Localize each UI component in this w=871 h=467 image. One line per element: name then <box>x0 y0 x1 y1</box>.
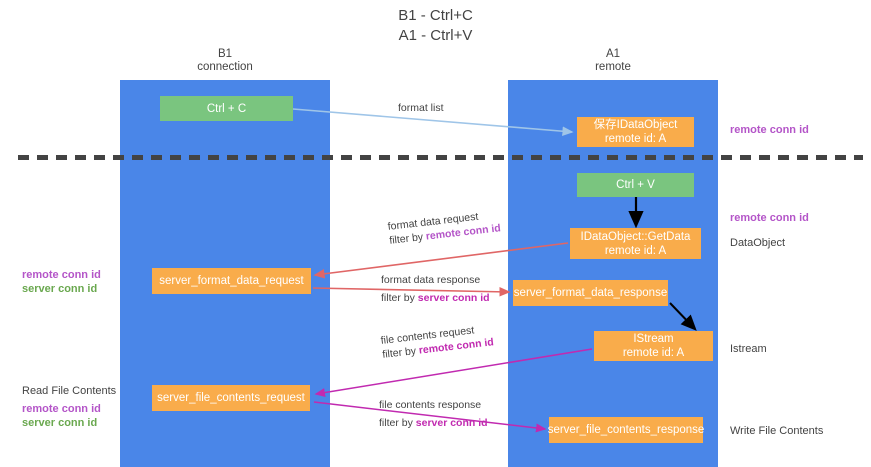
node-server-format-data-request[interactable]: server_format_data_request <box>152 268 311 294</box>
filter-prefix: filter by <box>388 230 427 247</box>
node-save-idataobject[interactable]: 保存IDataObject remote id: A <box>577 117 694 147</box>
phase-divider <box>18 155 863 160</box>
node-server-file-contents-response-label: server_file_contents_response <box>547 424 705 436</box>
annotation-remote-conn-id-top: remote conn id <box>730 123 809 137</box>
node-save-idataobject-line1: 保存IDataObject <box>593 119 678 131</box>
node-ctrl-c-label: Ctrl + C <box>206 102 247 115</box>
column-header-a1-name: A1 <box>605 48 621 60</box>
annotation-server-conn-id-left-2: server conn id <box>22 417 98 429</box>
node-ctrl-c[interactable]: Ctrl + C <box>160 96 293 121</box>
annotation-data-object: DataObject <box>730 236 785 250</box>
title-line-1: B1 - Ctrl+C <box>398 7 473 24</box>
annotation-write-file-contents-text: Write File Contents <box>730 425 824 437</box>
annotation-write-file-contents: Write File Contents <box>730 424 823 438</box>
edge-label-format-data-response-text: format data response <box>381 274 481 286</box>
node-server-file-contents-request-label: server_file_contents_request <box>157 392 305 404</box>
annotation-conn-ids-middle: remote conn id server conn id <box>22 268 101 296</box>
node-server-format-data-response[interactable]: server_format_data_response <box>513 280 668 306</box>
node-server-format-data-request-label: server_format_data_request <box>159 275 304 287</box>
annotation-remote-conn-id-left-2: remote conn id <box>22 403 101 415</box>
node-server-file-contents-request[interactable]: server_file_contents_request <box>152 385 310 411</box>
filter-prefix: filter by <box>381 344 420 361</box>
node-istream[interactable]: IStream remote id: A <box>594 331 713 361</box>
column-header-a1-role: remote <box>595 61 631 73</box>
node-istream-line2: remote id: A <box>622 347 685 359</box>
column-header-a1: A1 remote <box>508 48 718 74</box>
node-idataobject-getdata[interactable]: IDataObject::GetData remote id: A <box>570 228 701 259</box>
filter-prefix: filter by <box>379 417 416 429</box>
annotation-read-file-contents: Read File Contents <box>22 384 116 398</box>
column-header-b1-name: B1 <box>217 48 233 60</box>
node-ctrl-v[interactable]: Ctrl + V <box>577 173 694 197</box>
column-header-b1-role: connection <box>197 61 253 73</box>
annotation-remote-conn-id-mid-text: remote conn id <box>730 212 809 224</box>
column-header-b1: B1 connection <box>120 48 330 74</box>
node-istream-line1: IStream <box>633 333 674 345</box>
annotation-data-object-text: DataObject <box>730 237 786 249</box>
filter-key-server-conn-id: server conn id <box>415 417 488 429</box>
annotation-istream-text: Istream <box>730 343 767 355</box>
node-save-idataobject-line2: remote id: A <box>604 133 667 145</box>
edge-label-format-data-request: format data request filter by remote con… <box>387 207 501 248</box>
filter-prefix: filter by <box>381 292 418 304</box>
annotation-istream: Istream <box>730 342 767 356</box>
edge-label-format-list-text: format list <box>398 102 444 114</box>
annotation-remote-conn-id-top-text: remote conn id <box>730 124 809 136</box>
title-line-2: A1 - Ctrl+V <box>398 27 473 44</box>
node-server-format-data-response-label: server_format_data_response <box>513 287 668 299</box>
edge-label-format-data-response: format data response filter by server co… <box>381 273 490 305</box>
edge-label-file-contents-request: file contents request filter by remote c… <box>380 321 494 362</box>
annotation-remote-conn-id-mid: remote conn id <box>730 211 809 225</box>
filter-key-server-conn-id: server conn id <box>417 292 490 304</box>
edge-label-file-contents-response-filter: filter by server conn id <box>379 416 488 430</box>
edge-label-format-data-response-filter: filter by server conn id <box>381 291 490 305</box>
annotation-remote-conn-id-left-1: remote conn id <box>22 269 101 281</box>
edge-label-file-contents-response: file contents response filter by server … <box>379 398 488 430</box>
node-idataobject-getdata-line1: IDataObject::GetData <box>580 230 691 243</box>
node-ctrl-v-label: Ctrl + V <box>616 179 655 191</box>
annotation-read-file-contents-text: Read File Contents <box>22 385 117 397</box>
node-server-file-contents-response[interactable]: server_file_contents_response <box>547 417 705 443</box>
page-title: B1 - Ctrl+C A1 - Ctrl+V <box>0 6 871 46</box>
edge-label-format-list: format list <box>398 101 444 115</box>
annotation-conn-ids-bottom: remote conn id server conn id <box>22 402 101 430</box>
annotation-server-conn-id-left-1: server conn id <box>22 283 98 295</box>
edge-label-file-contents-response-text: file contents response <box>379 399 482 411</box>
node-idataobject-getdata-line2: remote id: A <box>604 244 667 257</box>
